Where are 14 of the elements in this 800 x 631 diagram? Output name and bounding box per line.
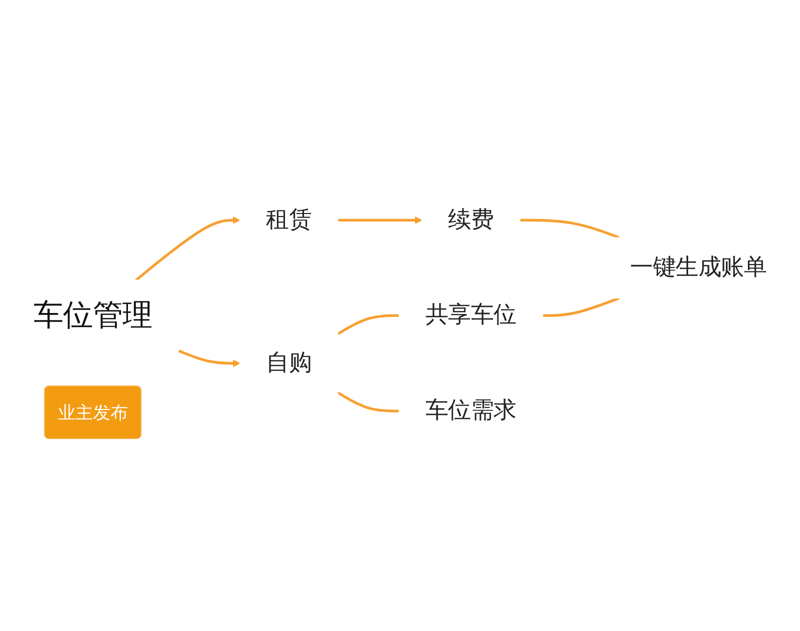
node-text: 车位管理 <box>33 298 152 333</box>
node-text: 车位需求 <box>425 397 516 424</box>
connector <box>337 314 400 335</box>
node-text: 续费 <box>448 206 494 233</box>
connector <box>542 296 620 317</box>
node-text: 共享车位 <box>425 302 516 328</box>
arrow <box>338 216 422 224</box>
node-text: 自购 <box>266 350 312 376</box>
arrow <box>135 216 240 282</box>
node-text: 租赁 <box>266 206 312 233</box>
node-text: 一键生成账单 <box>630 254 767 280</box>
connector <box>337 391 400 412</box>
arrow <box>178 349 240 368</box>
connector <box>520 218 620 239</box>
